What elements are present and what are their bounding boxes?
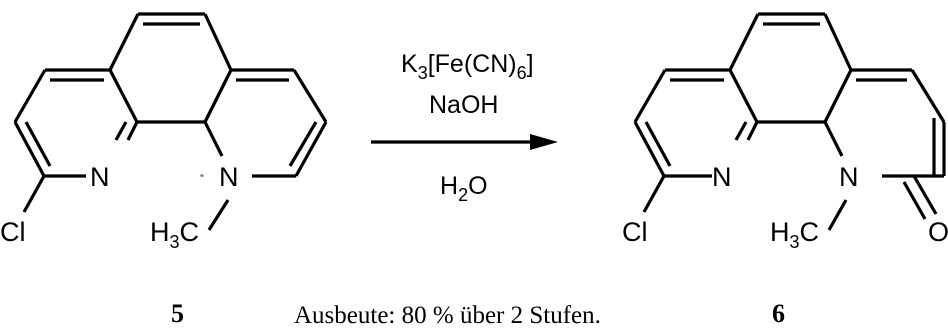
product-n-left: N bbox=[712, 162, 732, 192]
product-n-right: N bbox=[839, 162, 859, 192]
reagent-ferricyanide: K3[Fe(CN)6] bbox=[401, 50, 534, 83]
reactant-n-left: N bbox=[90, 162, 110, 192]
reactant-methyl-h: H bbox=[150, 217, 170, 247]
compound-label-6: 6 bbox=[772, 299, 785, 328]
reaction-arrow bbox=[371, 134, 558, 150]
solvent-water: H2O bbox=[440, 172, 488, 205]
product-structure bbox=[633, 12, 946, 231]
reactant-methyl: H3C bbox=[150, 217, 199, 252]
product-oxygen: O bbox=[928, 217, 948, 247]
reactant-n-right: N bbox=[219, 162, 239, 192]
product-methyl-c: C bbox=[800, 217, 820, 247]
product-methyl-h: H bbox=[770, 217, 790, 247]
reactant-methyl-sub: 3 bbox=[170, 232, 180, 252]
reagent-naoh: NaOH bbox=[429, 91, 498, 119]
product-methyl: H3C bbox=[770, 217, 819, 252]
compound-label-5: 5 bbox=[171, 299, 184, 328]
reactant-stray-mark: ” bbox=[200, 173, 204, 185]
reactant-methyl-c: C bbox=[180, 217, 200, 247]
reactant-structure bbox=[13, 12, 328, 231]
product-methyl-sub: 3 bbox=[790, 232, 800, 252]
reactant-chloro: Cl bbox=[0, 217, 26, 247]
yield-caption: Ausbeute: 80 % über 2 Stufen. bbox=[294, 302, 601, 329]
product-chloro: Cl bbox=[622, 217, 648, 247]
